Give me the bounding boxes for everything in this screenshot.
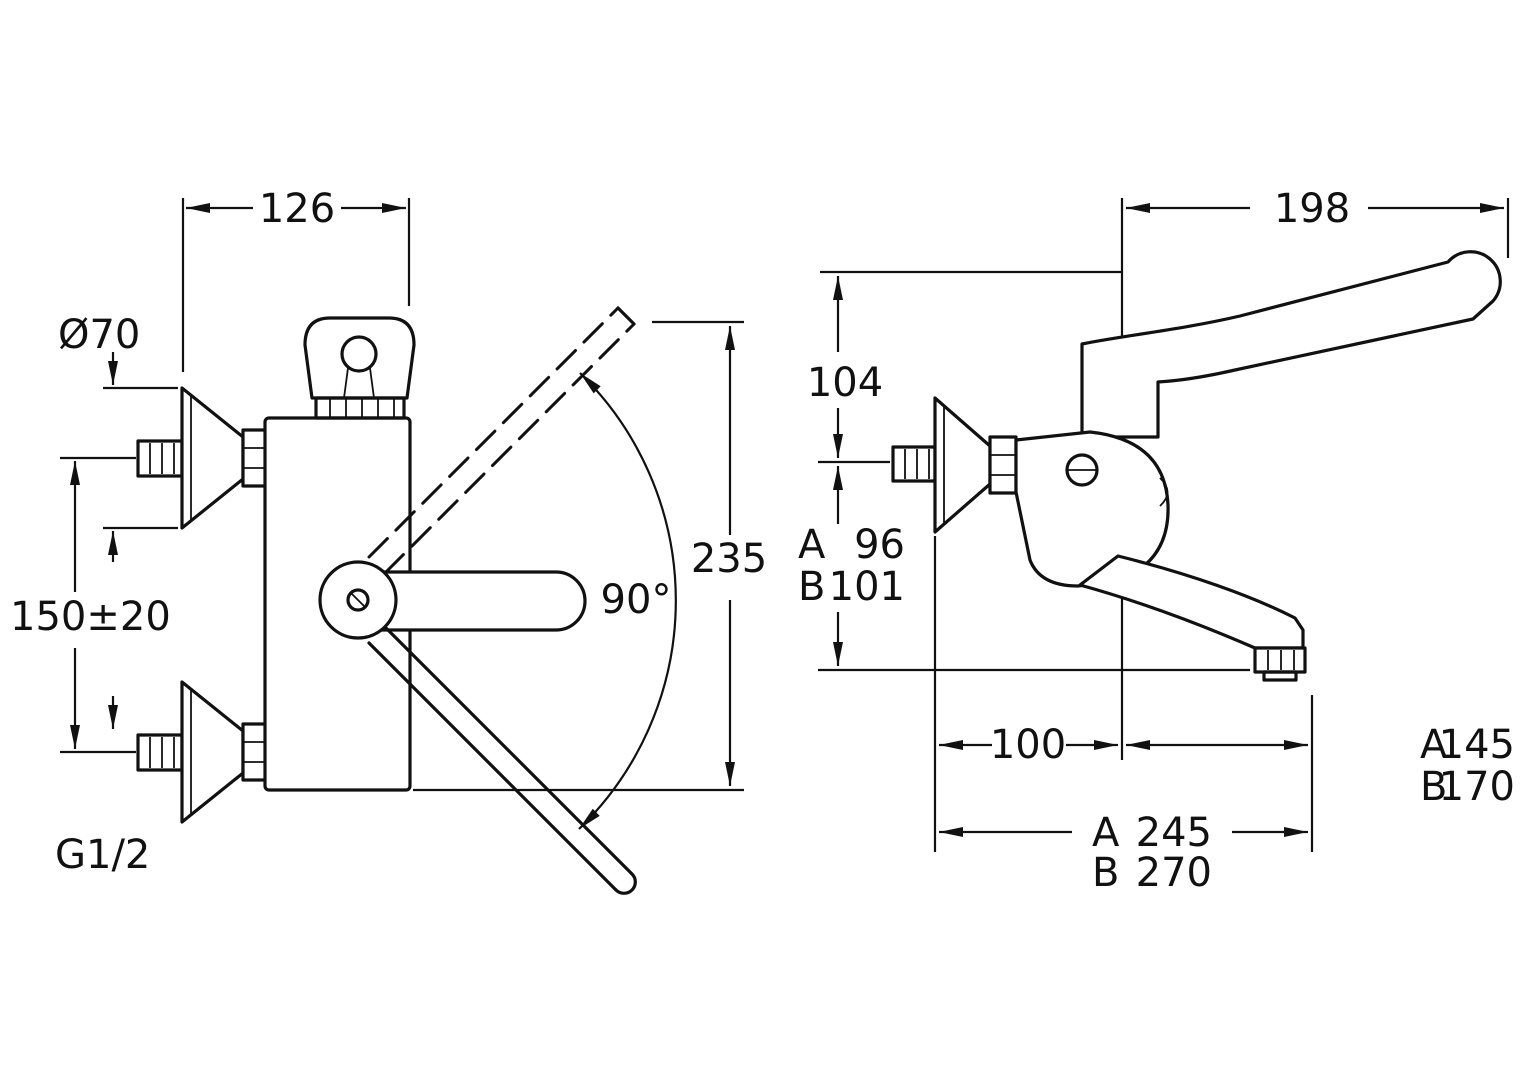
lever-dashed-upper-edge xyxy=(367,306,620,559)
label-total-b: B xyxy=(1092,850,1119,896)
value-total-b: 270 xyxy=(1136,850,1212,896)
side-faucet xyxy=(891,250,1502,682)
label-spout-b: B xyxy=(1420,764,1447,810)
label-lever-length: 198 xyxy=(1274,186,1350,232)
side-hex-nut xyxy=(988,435,1018,495)
side-view xyxy=(818,198,1510,852)
lever-horizontal xyxy=(370,570,587,632)
label-inlet-spacing: 150±20 xyxy=(10,594,171,640)
side-hex-nut-flats xyxy=(990,454,1016,476)
lever-dashed-lower-edge xyxy=(383,322,636,575)
side-mixer-body xyxy=(1014,430,1170,588)
label-thread: G1/2 xyxy=(55,832,150,878)
label-height-above: 104 xyxy=(807,360,883,406)
inlet-nipple-bottom-threads xyxy=(149,737,175,768)
lever-down-edge-a xyxy=(383,625,634,876)
cartridge-band-hatch xyxy=(329,399,395,417)
label-escutcheon-diameter: Ø70 xyxy=(58,312,140,358)
drawing-linework xyxy=(60,198,1510,895)
swivel-arc xyxy=(578,372,677,830)
label-width: 126 xyxy=(259,186,335,232)
inlet-nipple-top-threads xyxy=(149,443,175,474)
spout-aerator-hatch xyxy=(1267,650,1295,670)
side-body-screw xyxy=(1065,453,1099,487)
value-spout-b: 170 xyxy=(1439,764,1515,810)
label-wall-to-center: 100 xyxy=(990,722,1066,768)
value-total-a: 245 xyxy=(1136,810,1212,856)
value-depth-a: 96 xyxy=(854,522,905,568)
side-inlet-threads xyxy=(904,449,930,479)
label-total-a: A xyxy=(1092,810,1120,856)
cap-screw xyxy=(340,335,378,373)
front-view xyxy=(60,198,744,895)
front-faucet xyxy=(136,306,677,895)
front-dimension-lines xyxy=(60,198,744,792)
label-depth-b: B xyxy=(798,564,825,610)
cartridge-band xyxy=(314,396,406,420)
lever-dashed-tip xyxy=(616,306,636,326)
side-dimension-lines xyxy=(818,198,1510,852)
cartridge-cap xyxy=(303,316,416,400)
label-height: 235 xyxy=(691,536,767,582)
dimension-labels: 126 Ø70 150±20 G1/2 90° 235 198 104 A 96… xyxy=(10,186,1515,896)
value-spout-a: 145 xyxy=(1439,722,1515,768)
side-body-detail xyxy=(1159,477,1169,507)
label-swivel-angle: 90° xyxy=(601,577,672,623)
pivot-screw-slot xyxy=(350,592,366,608)
hex-nut-bottom-flats xyxy=(243,741,267,763)
spout-aerator xyxy=(1253,646,1307,674)
value-depth-b: 101 xyxy=(829,564,905,610)
label-depth-a: A xyxy=(798,522,826,568)
spout-aerator-tip xyxy=(1262,670,1298,682)
lever-down-edge-b xyxy=(367,641,618,892)
hex-nut-top xyxy=(241,428,269,488)
lever-down-tip xyxy=(614,872,637,895)
label-spout-a: A xyxy=(1420,722,1448,768)
pivot-screw xyxy=(346,588,370,612)
cap-screw-seat xyxy=(343,367,375,399)
side-lever xyxy=(1080,250,1502,439)
hex-nut-top-flats xyxy=(243,447,267,469)
